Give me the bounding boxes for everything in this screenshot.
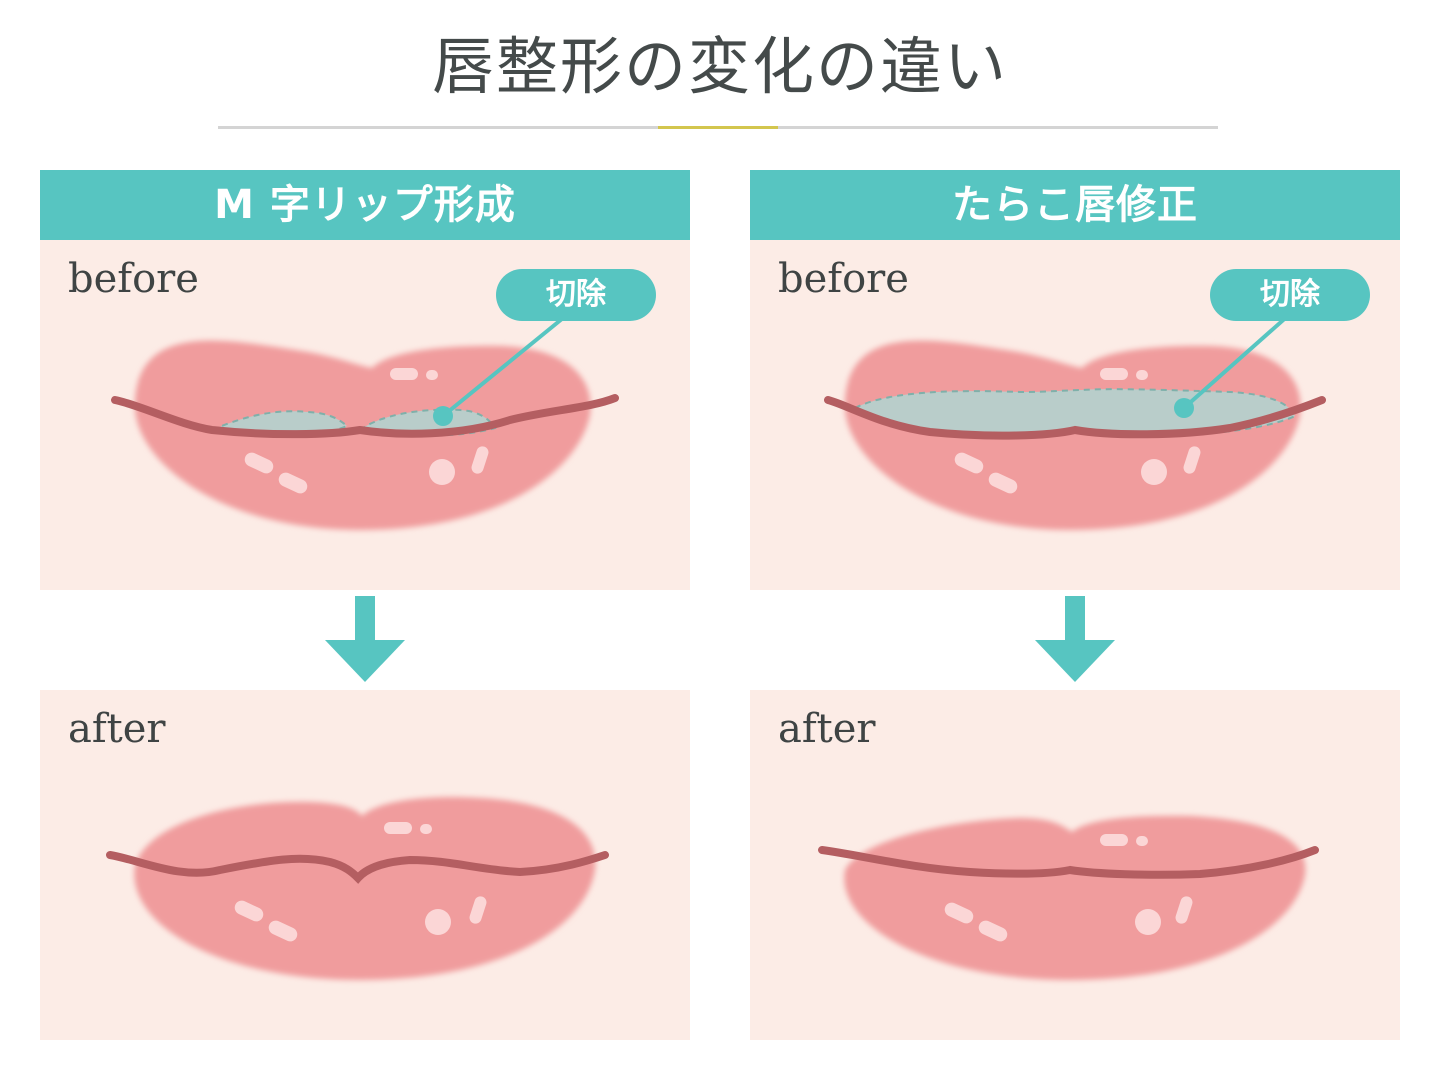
lips-shape: [134, 797, 596, 980]
highlight: [278, 472, 308, 494]
lip-line: [111, 394, 619, 439]
lips-shape: [844, 340, 1301, 530]
column-header-thick-lip: たらこ唇修正: [750, 170, 1400, 240]
highlight: [954, 452, 984, 474]
highlight: [988, 472, 1018, 494]
highlight: [384, 822, 412, 834]
highlight: [425, 909, 451, 935]
excision-callout: 切除: [496, 269, 656, 321]
lips-shape: [134, 340, 591, 530]
callout-leader: [441, 312, 570, 418]
highlight: [978, 920, 1008, 942]
highlight: [429, 459, 455, 485]
page-title: 唇整形の変化の違い: [431, 30, 1008, 103]
highlight: [1141, 459, 1167, 485]
lip-line: [824, 396, 1326, 440]
before-lips-thick-lip-illustration: [824, 312, 1326, 530]
highlight: [471, 446, 489, 474]
excision-callout: 切除: [1210, 269, 1370, 321]
after-label: after: [778, 706, 876, 752]
highlight: [234, 900, 264, 922]
highlight: [1100, 834, 1128, 846]
highlight: [1175, 896, 1193, 924]
before-label: before: [68, 256, 199, 302]
callout-dot: [433, 406, 453, 426]
callout-leader: [1182, 312, 1292, 410]
after-lips-thick-lip-illustration: [818, 815, 1319, 980]
highlight: [390, 368, 418, 380]
lip-line: [818, 846, 1319, 879]
highlight: [1136, 370, 1148, 380]
down-arrow-icon: [1035, 596, 1115, 682]
before-lips-m-lip-illustration: [111, 312, 619, 530]
after-panel-m-lip: after: [40, 690, 690, 1040]
highlight: [944, 902, 974, 924]
highlight: [1100, 368, 1128, 380]
column-header-m-lip: M 字リップ形成: [40, 170, 690, 240]
down-arrow-icon: [325, 596, 405, 682]
highlight: [1136, 836, 1148, 846]
highlight: [426, 370, 438, 380]
lip-line: [106, 851, 609, 884]
before-panel-m-lip: before 切除: [40, 240, 690, 590]
before-panel-thick-lip: before 切除: [750, 240, 1400, 590]
lips-shape: [844, 815, 1306, 980]
highlight: [268, 920, 298, 942]
callout-dot: [1174, 398, 1194, 418]
highlight: [1135, 909, 1161, 935]
highlight: [469, 896, 487, 924]
before-label: before: [778, 256, 909, 302]
title-divider-accent: [658, 126, 778, 129]
after-lips-m-lip-illustration: [106, 797, 609, 980]
highlight: [420, 824, 432, 834]
highlight: [1183, 446, 1201, 474]
after-label: after: [68, 706, 166, 752]
after-panel-thick-lip: after: [750, 690, 1400, 1040]
highlight: [244, 452, 274, 474]
